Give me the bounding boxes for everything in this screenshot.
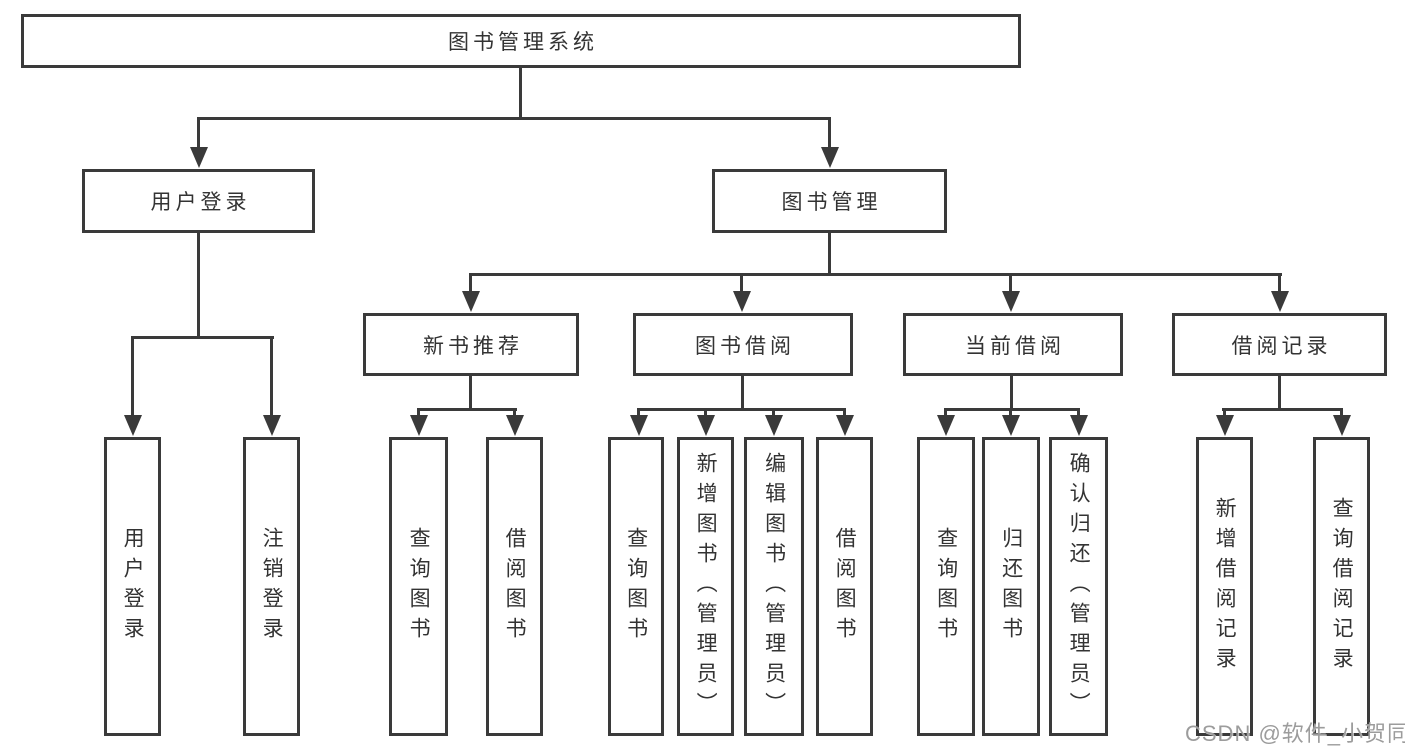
- connector-root-branch: [197, 117, 831, 120]
- connector-arrow-bb-query: [629, 408, 648, 436]
- leaf-cb-query-book-label: 查询图书: [934, 526, 958, 647]
- csdn-watermark: CSDN @软件_小贺同学: [1185, 721, 1405, 746]
- connector-book-borrow-branch: [637, 408, 846, 411]
- connector-arrow-br-query: [1332, 408, 1351, 436]
- connector-arrow-leaf-user-login: [123, 336, 142, 436]
- node-current-borrow: 当前借阅: [903, 313, 1123, 376]
- connector-arrow-borrow-record: [1270, 273, 1289, 312]
- connector-arrow-bb-edit: [764, 408, 783, 436]
- connector-new-book-rec-branch: [417, 408, 517, 411]
- leaf-bb-borrow-book: 借阅图书: [816, 437, 873, 736]
- leaf-bb-add-book: 新增图书（管理员）: [677, 437, 734, 736]
- connector-arrow-book-mgmt: [820, 117, 839, 168]
- connector-root-stem: [519, 68, 522, 117]
- leaf-logout: 注销登录: [243, 437, 300, 736]
- node-current-borrow-label: 当前借阅: [965, 334, 1065, 358]
- connector-current-borrow-branch: [944, 408, 1080, 411]
- leaf-bb-add-book-label: 新增图书（管理员）: [694, 451, 718, 722]
- leaf-bb-query-book: 查询图书: [608, 437, 664, 736]
- node-borrow-record: 借阅记录: [1172, 313, 1387, 376]
- leaf-br-query-record-label: 查询借阅记录: [1330, 496, 1354, 677]
- leaf-nb-borrow-book: 借阅图书: [486, 437, 543, 736]
- connector-arrow-leaf-logout: [262, 336, 281, 436]
- leaf-cb-confirm-return: 确认归还（管理员）: [1049, 437, 1108, 736]
- leaf-cb-query-book: 查询图书: [917, 437, 975, 736]
- connector-new-book-rec-stem: [469, 376, 472, 408]
- connector-arrow-book-borrow: [732, 273, 751, 312]
- leaf-nb-borrow-book-label: 借阅图书: [503, 526, 527, 647]
- node-borrow-record-label: 借阅记录: [1231, 334, 1332, 358]
- leaf-cb-return-book-label: 归还图书: [999, 526, 1023, 647]
- leaf-nb-query-book-label: 查询图书: [407, 526, 431, 647]
- node-user-login-label: 用户登录: [150, 191, 251, 214]
- leaf-bb-borrow-book-label: 借阅图书: [833, 526, 857, 647]
- connector-arrow-cb-return: [1001, 408, 1020, 436]
- leaf-cb-confirm-return-label: 确认归还（管理员）: [1067, 451, 1091, 722]
- connector-borrow-record-stem: [1278, 376, 1281, 408]
- leaf-bb-edit-book: 编辑图书（管理员）: [744, 437, 804, 736]
- node-book-borrow-label: 图书借阅: [695, 334, 795, 358]
- leaf-cb-return-book: 归还图书: [982, 437, 1040, 736]
- leaf-br-add-record-label: 新增借阅记录: [1213, 496, 1237, 677]
- connector-book-mgmt-stem: [828, 233, 831, 273]
- leaf-br-query-record: 查询借阅记录: [1313, 437, 1370, 736]
- leaf-user-login-label: 用户登录: [121, 526, 145, 647]
- leaf-bb-query-book-label: 查询图书: [624, 526, 648, 647]
- connector-user-login-stem: [197, 233, 200, 336]
- connector-arrow-nb-query: [409, 408, 428, 436]
- connector-arrow-current-borrow: [1001, 273, 1020, 312]
- connector-current-borrow-stem: [1010, 376, 1013, 408]
- connector-borrow-record-branch: [1222, 408, 1343, 411]
- connector-arrow-cb-query: [936, 408, 955, 436]
- node-book-mgmt: 图书管理: [712, 169, 947, 233]
- node-user-login: 用户登录: [82, 169, 315, 233]
- connector-arrow-nb-borrow: [505, 408, 524, 436]
- connector-arrow-cb-confirm: [1069, 408, 1088, 436]
- leaf-nb-query-book: 查询图书: [389, 437, 448, 736]
- leaf-logout-label: 注销登录: [260, 526, 284, 647]
- connector-book-borrow-stem: [741, 376, 744, 408]
- connector-book-mgmt-branch: [469, 273, 1282, 276]
- connector-arrow-new-book-rec: [461, 273, 480, 312]
- leaf-bb-edit-book-label: 编辑图书（管理员）: [762, 451, 786, 722]
- node-root-label: 图书管理系统: [448, 31, 598, 54]
- connector-arrow-br-add: [1215, 408, 1234, 436]
- node-book-borrow: 图书借阅: [633, 313, 853, 376]
- connector-arrow-bb-borrow: [835, 408, 854, 436]
- connector-arrow-user-login: [189, 117, 208, 168]
- leaf-br-add-record: 新增借阅记录: [1196, 437, 1253, 736]
- node-new-book-rec-label: 新书推荐: [423, 334, 523, 358]
- node-book-mgmt-label: 图书管理: [781, 191, 882, 214]
- leaf-user-login: 用户登录: [104, 437, 161, 736]
- connector-arrow-bb-add: [696, 408, 715, 436]
- node-root: 图书管理系统: [21, 14, 1021, 68]
- connector-user-login-branch: [131, 336, 274, 339]
- node-new-book-rec: 新书推荐: [363, 313, 579, 376]
